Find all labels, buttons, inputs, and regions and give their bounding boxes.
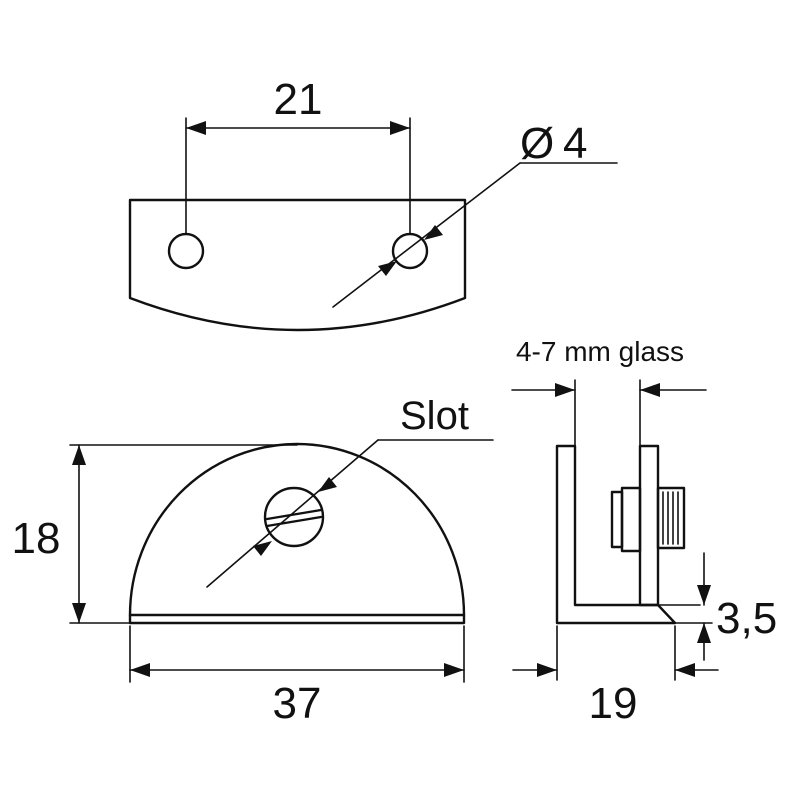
- arrowhead: [318, 477, 337, 492]
- screw-slot-line: [265, 515, 323, 528]
- base-strip: [128, 613, 466, 625]
- top-view: 21 Ø 4: [128, 75, 618, 332]
- mounting-hole-left: [167, 232, 205, 270]
- clamp-plate: [638, 444, 660, 607]
- base-thickness-label: 3,5: [716, 594, 777, 643]
- side-view: 4-7 mm glass 3,5 19: [511, 336, 777, 728]
- front-view: Slot 18 37: [12, 394, 494, 728]
- arrowhead: [444, 663, 464, 677]
- slotted-screw: [263, 486, 325, 548]
- arrowhead: [537, 663, 557, 677]
- screw-thread-body: [656, 486, 686, 550]
- depth-label: 19: [589, 679, 638, 728]
- diameter-symbol: Ø: [520, 119, 554, 168]
- arrowhead: [253, 541, 272, 556]
- slot-leader: [206, 439, 379, 588]
- screw-slot-line: [265, 508, 323, 521]
- top-plate-outline: [128, 198, 467, 332]
- arrowhead: [72, 603, 86, 623]
- arrowhead: [72, 445, 86, 465]
- arrowhead: [640, 383, 660, 397]
- height-label: 18: [12, 514, 61, 563]
- screw-knob: [610, 490, 624, 549]
- hole-spacing-label: 21: [274, 75, 323, 124]
- arrowhead: [555, 383, 575, 397]
- arrowhead: [186, 121, 206, 135]
- glass-thickness-label: 4-7 mm glass: [516, 336, 684, 367]
- width-label: 37: [273, 679, 322, 728]
- half-round-body: [128, 442, 466, 617]
- arrowhead: [130, 663, 150, 677]
- arrowhead: [424, 225, 443, 240]
- arrowhead: [390, 121, 410, 135]
- arrowhead: [378, 261, 397, 276]
- screw-collar: [620, 486, 642, 553]
- diameter-leader: [332, 162, 521, 308]
- arrowhead: [697, 585, 711, 605]
- arrowhead: [675, 663, 695, 677]
- slot-label: Slot: [400, 394, 469, 438]
- arrowhead: [697, 623, 711, 643]
- hole-diameter-label: 4: [563, 119, 587, 168]
